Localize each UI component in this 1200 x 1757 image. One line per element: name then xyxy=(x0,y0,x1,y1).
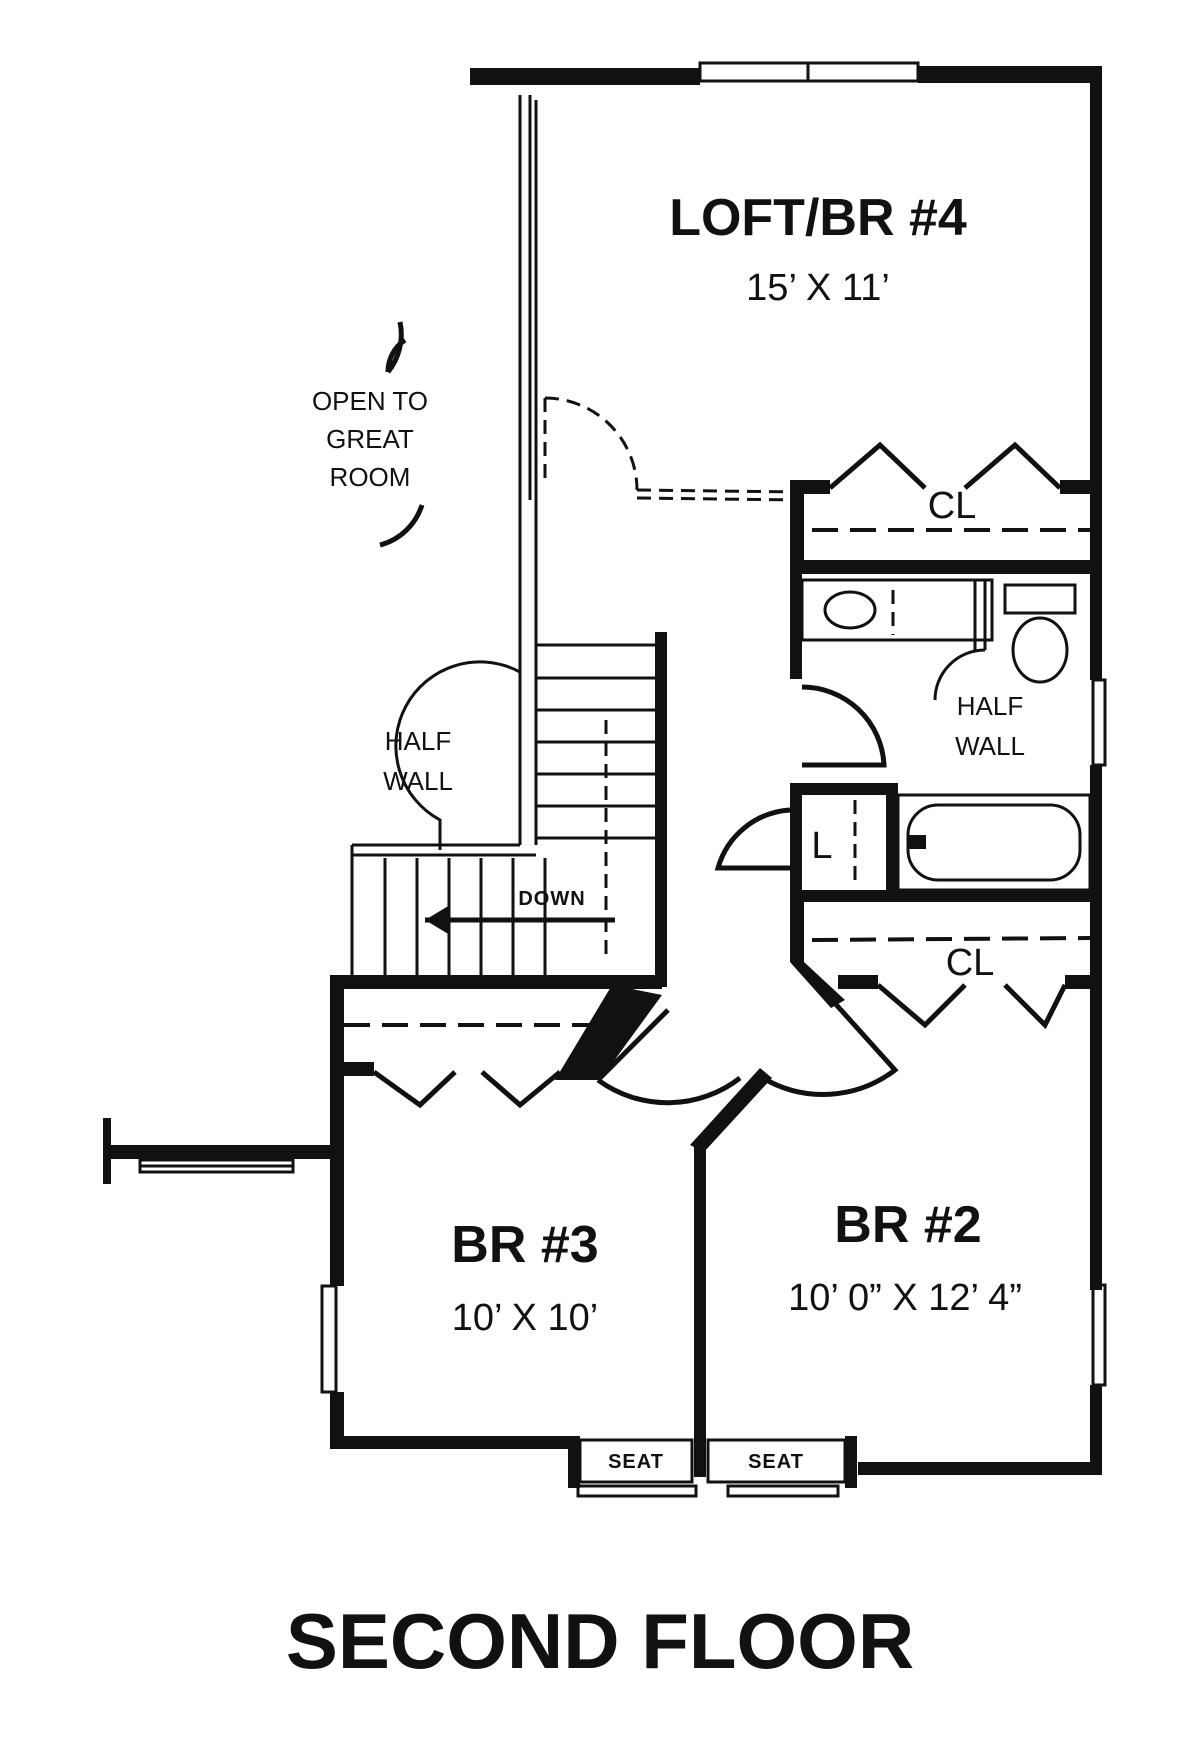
loft-door xyxy=(543,396,801,502)
linen-closet-label: L xyxy=(811,825,832,867)
half-wall-bath-label-2: WALL xyxy=(955,731,1025,761)
br3-closet xyxy=(344,985,662,1109)
exterior-walls xyxy=(103,66,1102,1475)
open-to-label-2: GREAT xyxy=(326,424,414,454)
stairs-down-label: DOWN xyxy=(518,888,585,910)
bedroom-divider xyxy=(596,998,899,1477)
floor-title: SECOND FLOOR xyxy=(286,1597,914,1685)
loft-room-size: 15’ X 11’ xyxy=(746,267,890,309)
half-wall-bath-label-1: HALF xyxy=(957,691,1023,721)
seat-label-left: SEAT xyxy=(608,1451,664,1473)
hall-closet xyxy=(790,902,1102,1030)
open-to-label-1: OPEN TO xyxy=(312,386,428,416)
open-rail xyxy=(379,95,538,845)
loft-closet xyxy=(790,441,1102,574)
windows xyxy=(138,61,1107,1498)
br2-room-size: 10’ 0” X 12’ 4” xyxy=(788,1277,1022,1319)
br3-room-size: 10’ X 10’ xyxy=(452,1297,598,1339)
half-wall-left-label-2: WALL xyxy=(383,766,453,796)
closet-label-mid: CL xyxy=(946,942,995,984)
br3-room-name: BR #3 xyxy=(451,1216,598,1274)
half-wall-left-label-1: HALF xyxy=(385,726,451,756)
bathroom xyxy=(714,574,1092,925)
loft-room-name: LOFT/BR #4 xyxy=(669,189,967,247)
seats xyxy=(568,1436,857,1488)
open-to-label-3: ROOM xyxy=(330,462,411,492)
stairs xyxy=(350,632,667,987)
br2-room-name: BR #2 xyxy=(834,1196,981,1254)
closet-label-top: CL xyxy=(928,485,977,527)
seat-label-right: SEAT xyxy=(748,1451,804,1473)
